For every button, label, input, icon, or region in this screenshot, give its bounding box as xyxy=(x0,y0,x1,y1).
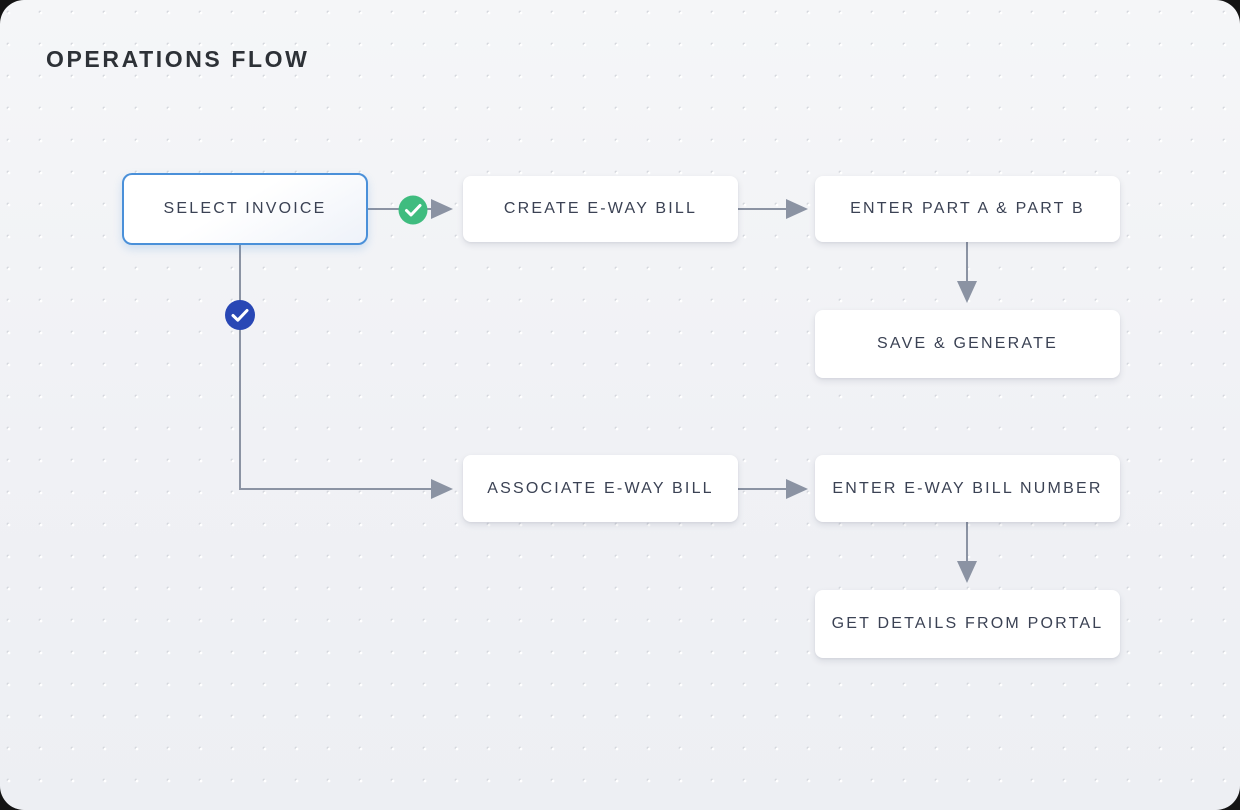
connector-select-to-associate xyxy=(239,245,453,499)
flow-node-create-eway-bill[interactable]: CREATE E-WAY BILL xyxy=(463,176,738,242)
branch-check-icon xyxy=(225,300,255,330)
flow-node-enter-eway-bill-number[interactable]: ENTER E-WAY BILL NUMBER xyxy=(815,455,1120,522)
flow-node-get-details-from-portal[interactable]: GET DETAILS FROM PORTAL xyxy=(815,590,1120,658)
flow-node-label: GET DETAILS FROM PORTAL xyxy=(831,615,1104,632)
flow-node-enter-part-a-and-b[interactable]: ENTER PART A & PART B xyxy=(815,176,1120,242)
flow-node-associate-eway-bill[interactable]: ASSOCIATE E-WAY BILL xyxy=(463,455,738,522)
flow-node-label: CREATE E-WAY BILL xyxy=(503,200,698,217)
flow-node-label: SELECT INVOICE xyxy=(163,200,327,217)
flow-node-save-and-generate[interactable]: SAVE & GENERATE xyxy=(815,310,1120,378)
success-check-icon xyxy=(398,195,428,225)
flow-node-label: SAVE & GENERATE xyxy=(877,335,1058,352)
flow-node-label: ENTER PART A & PART B xyxy=(850,200,1085,217)
flow-node-label: ASSOCIATE E-WAY BILL xyxy=(487,479,714,497)
flow-node-select-invoice[interactable]: SELECT INVOICE xyxy=(122,173,368,245)
flow-node-label: ENTER E-WAY BILL NUMBER xyxy=(832,479,1103,497)
page-title: OPERATIONS FLOW xyxy=(46,46,310,72)
